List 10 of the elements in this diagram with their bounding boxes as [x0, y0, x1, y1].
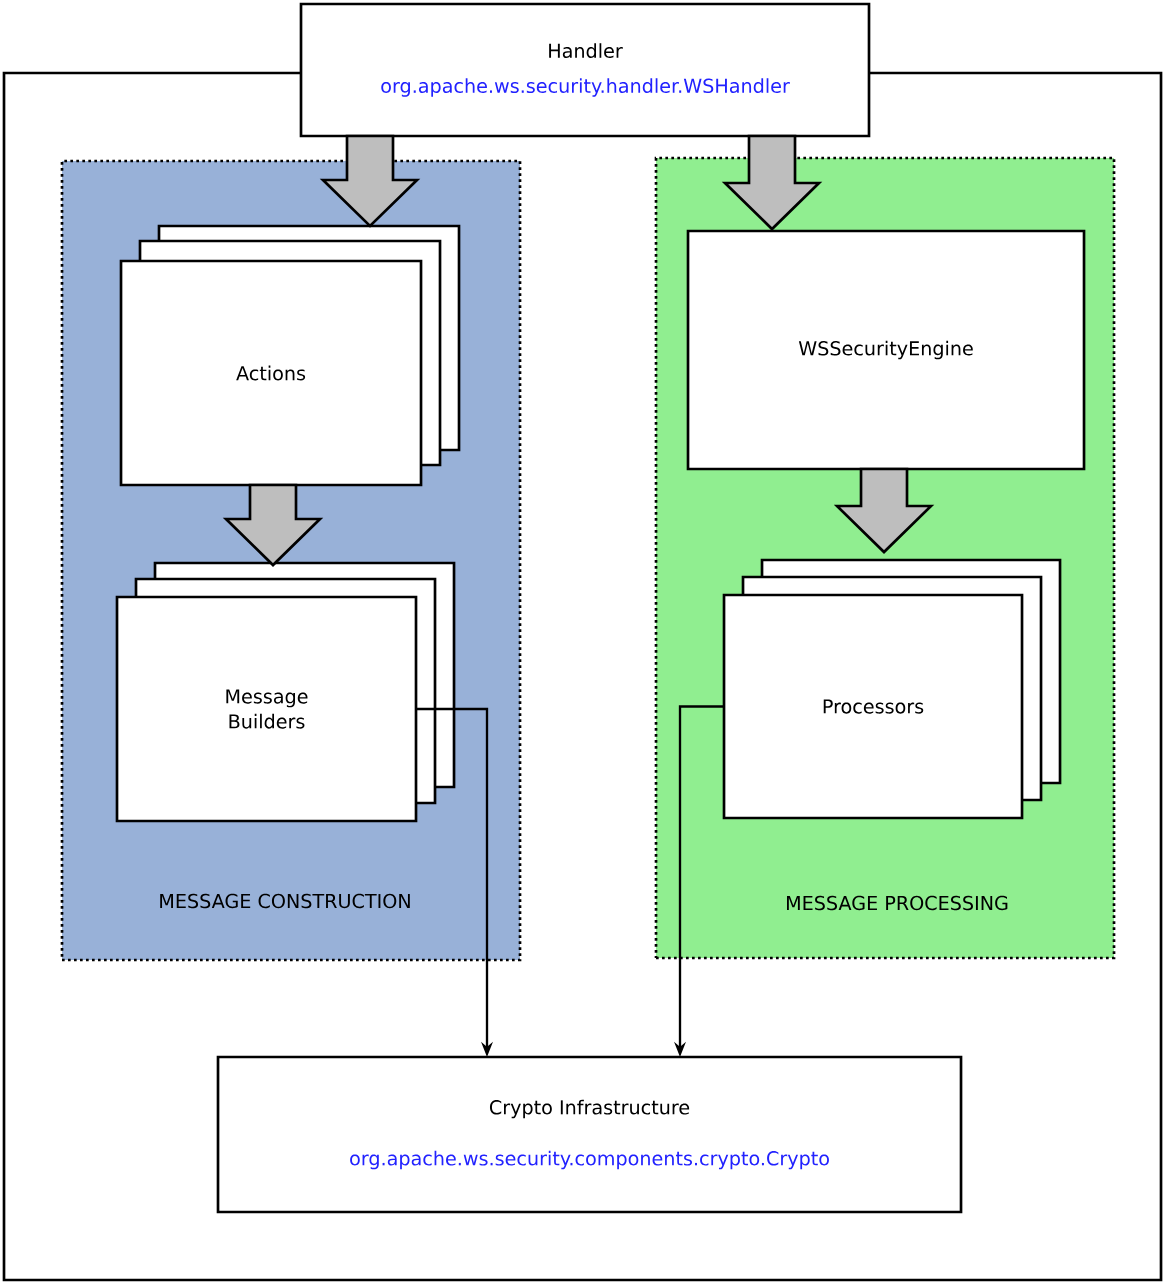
- stacked-box: Processors: [722, 558, 1062, 820]
- stacked-box: Message Builders: [115, 561, 456, 823]
- stacked-box: Actions: [119, 224, 461, 487]
- block-arrow: [319, 134, 421, 228]
- block-arrow: [721, 134, 823, 231]
- process-box: Crypto Infrastructure org.apache.ws.security.components.crypto.Crypto: [216, 1055, 963, 1214]
- block-arrow: [833, 467, 935, 554]
- block-arrow: [222, 483, 324, 567]
- process-box: Handler org.apache.ws.security.handler.WSHandler: [299, 2, 871, 138]
- process-box: WSSecurityEngine: [686, 229, 1086, 471]
